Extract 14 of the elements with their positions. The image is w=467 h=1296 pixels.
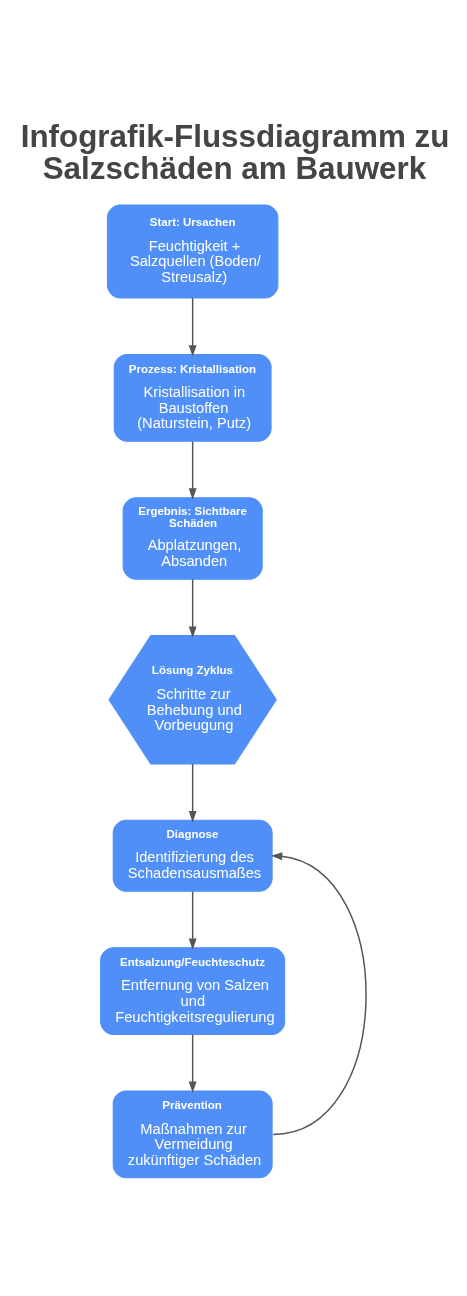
node-box: Start: Ursachen Feuchtigkeit + Salzquellen (Boden/ Streusalz) [106, 203, 279, 298]
arrow [188, 440, 197, 500]
node-box: Prävention Maßnahmen zur Vermeidung zukünftiger Schäden [112, 1090, 273, 1178]
arrow [188, 296, 197, 357]
node-box: Prozess: Kristallisation Kristallisation in Baustoffen (Naturstein, Putz) [113, 353, 272, 442]
arrow [270, 851, 367, 1135]
diagram-title: Infografik-Flussdiagramm zu Salzschäden am Bauwerk [20, 118, 450, 186]
node-box: Diagnose Identifizierung des Schadensausmaßes [112, 819, 273, 892]
arrow [188, 578, 197, 638]
node-box: Entsalzung/Feuchteschutz Entfernung von Salzen und Feuchtigkeitsregulierung [100, 946, 286, 1035]
arrow [188, 890, 197, 950]
arrow [188, 762, 197, 822]
node-box: Ergebnis: Sichtbare Schäden Abplatzungen, Absanden [122, 496, 263, 580]
arrow [188, 1033, 197, 1093]
